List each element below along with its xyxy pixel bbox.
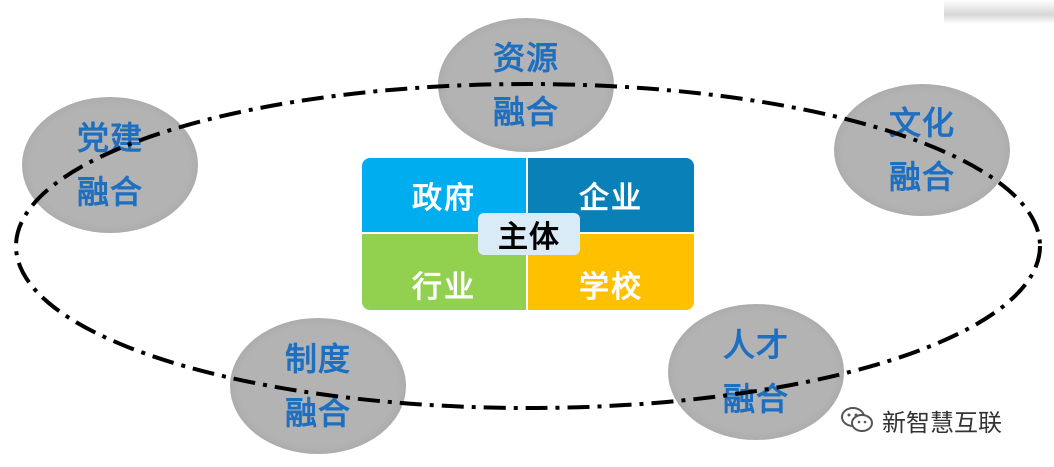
bubble-party-line1: 党建 [76, 118, 143, 157]
quadrant-enterprise: 企业 [528, 158, 694, 232]
quadrant-government-label: 政府 [412, 181, 476, 216]
bubble-party-line2: 融合 [76, 173, 143, 211]
dash-dot-ring [14, 82, 1042, 410]
quadrant-industry-label: 行业 [412, 270, 476, 305]
watermark: 新智慧互联 [840, 400, 1002, 440]
bubble-party: 党建 融合 [22, 97, 198, 233]
corner-decoration [944, 0, 1054, 24]
bubble-talent: 人才 融合 [668, 304, 844, 440]
bubble-culture-line2: 融合 [888, 158, 955, 196]
bubble-system-line1: 制度 [284, 339, 351, 378]
center-label: 主体 [478, 213, 580, 255]
bubble-culture: 文化 融合 [834, 84, 1010, 216]
quadrant-enterprise-label: 企业 [579, 181, 643, 216]
bubble-system-line2: 融合 [284, 394, 351, 432]
quadrant-school-label: 学校 [579, 270, 643, 305]
bubble-talent-line1: 人才 [722, 325, 789, 364]
quadrant-school: 学校 [528, 234, 694, 310]
wechat-icon [841, 407, 873, 432]
bubble-system: 制度 融合 [230, 318, 406, 454]
bubble-resource-line1: 资源 [492, 38, 559, 77]
watermark-text: 新智慧互联 [882, 408, 1002, 437]
bubble-resource-line2: 融合 [492, 93, 559, 131]
